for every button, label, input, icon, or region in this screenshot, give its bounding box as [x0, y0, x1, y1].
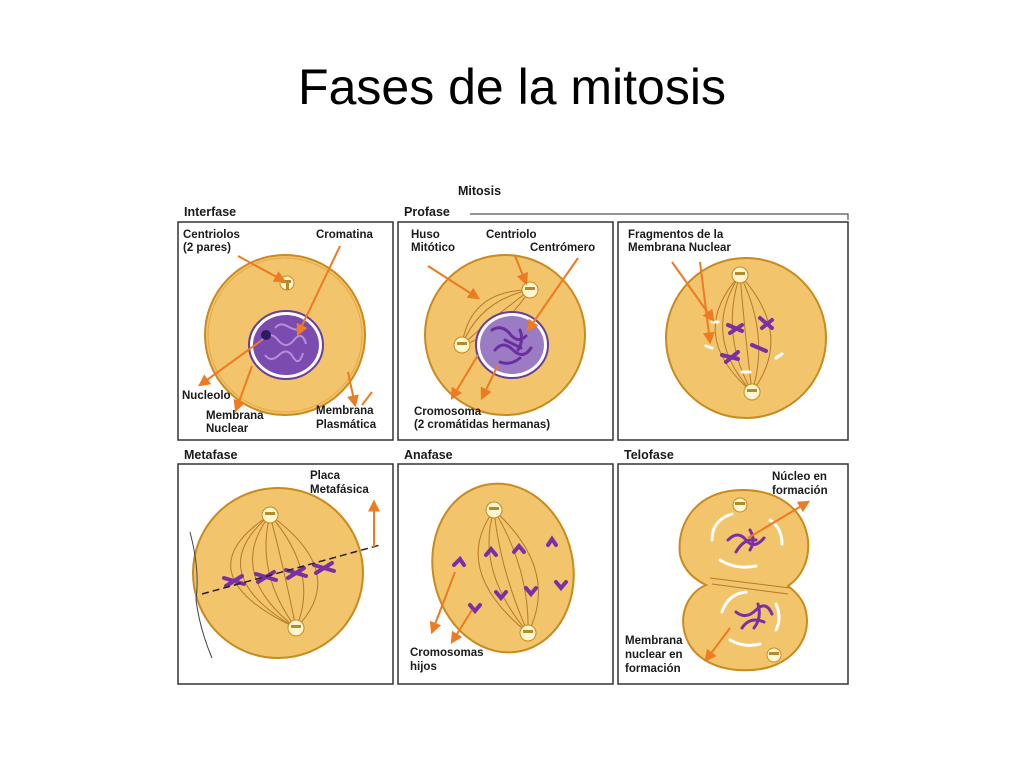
arrows-anafase [429, 571, 473, 645]
label-centriolos-sub: (2 pares) [183, 242, 231, 254]
svg-text:Membrana nuclear en fo: Membrana nuclear en formación [625, 635, 686, 675]
arrows-telofase [704, 500, 811, 662]
slide-title: Fases de la mitosis [298, 59, 726, 115]
metafase-bracket [189, 531, 213, 659]
svg-text:Fragmentos de la Membrana: Fragmentos de la Membrana Nuclear [628, 229, 731, 254]
metaphase-plate-line [201, 544, 381, 595]
svg-text:Núcleo en formación: Núcleo en formación [772, 471, 830, 497]
heading-profase: Profase [404, 205, 450, 219]
mitosis-heading: Mitosis [458, 184, 501, 198]
heading-telofase: Telofase [624, 448, 674, 462]
label-huso: Huso [411, 229, 440, 241]
svg-text:Cromosoma (2 cromátidas he: Cromosoma (2 cromátidas hermanas) [414, 406, 550, 431]
cell-prometafase [665, 257, 827, 419]
nucleolus [261, 330, 271, 340]
label-membrana-plasmatica: Membrana [316, 405, 374, 417]
svg-text:Centriolos (2 pares): Centriolos (2 pares) [183, 229, 243, 254]
arrows-interfase [198, 245, 373, 413]
arrows-profase [427, 255, 579, 401]
mitosis-bracket [470, 213, 849, 220]
label-centriolos: Centriolos [183, 229, 240, 241]
label-placa-sub: Metafásica [310, 484, 369, 496]
label-nucleolo: Nucleolo [182, 390, 231, 402]
svg-text:Huso Mitótico: Huso Mitótico [411, 229, 455, 254]
heading-metafase: Metafase [184, 448, 238, 462]
label-centriolo: Centriolo [486, 229, 536, 241]
label-huso-sub: Mitótico [411, 242, 455, 254]
cell-telofase [678, 488, 810, 672]
label-nucleo: Núcleo en [772, 471, 827, 483]
label-membrana-telofase-2: nuclear en [625, 649, 683, 661]
svg-text:Placa Metafásica: Placa Metafásica [310, 470, 369, 496]
label-cromosoma: Cromosoma [414, 406, 482, 418]
label-nucleo-sub: formación [772, 485, 828, 497]
label-membrana-telofase-3: formación [625, 663, 681, 675]
label-membrana-plasmatica-sub: Plasmática [316, 419, 377, 431]
svg-text:Cromosomas hijos: Cromosomas hijos [410, 647, 487, 673]
cell-anafase [431, 482, 575, 654]
label-membrana-nuclear-sub: Nuclear [206, 423, 249, 435]
heading-interfase: Interfase [184, 205, 236, 219]
svg-text:Membrana Nuclear: Membrana Nuclear [206, 410, 267, 435]
label-membrana-telofase: Membrana [625, 635, 683, 647]
label-membrana-nuclear: Membrana [206, 410, 264, 422]
svg-text:Membrana Plasmática: Membrana Plasmática [316, 405, 377, 431]
label-placa: Placa [310, 470, 341, 482]
label-cromosoma-sub: (2 cromátidas hermanas) [414, 419, 550, 431]
label-fragmentos: Fragmentos de la [628, 229, 724, 241]
centrioles-interfase [279, 275, 295, 291]
heading-anafase: Anafase [404, 448, 453, 462]
label-fragmentos-sub: Membrana Nuclear [628, 242, 731, 254]
label-cromosomas-hijos-sub: hijos [410, 661, 437, 673]
label-cromosomas-hijos: Cromosomas [410, 647, 484, 659]
arrows-prometafase [671, 261, 715, 345]
label-cromatina: Cromatina [316, 229, 373, 241]
label-centromero: Centrómero [530, 242, 595, 254]
